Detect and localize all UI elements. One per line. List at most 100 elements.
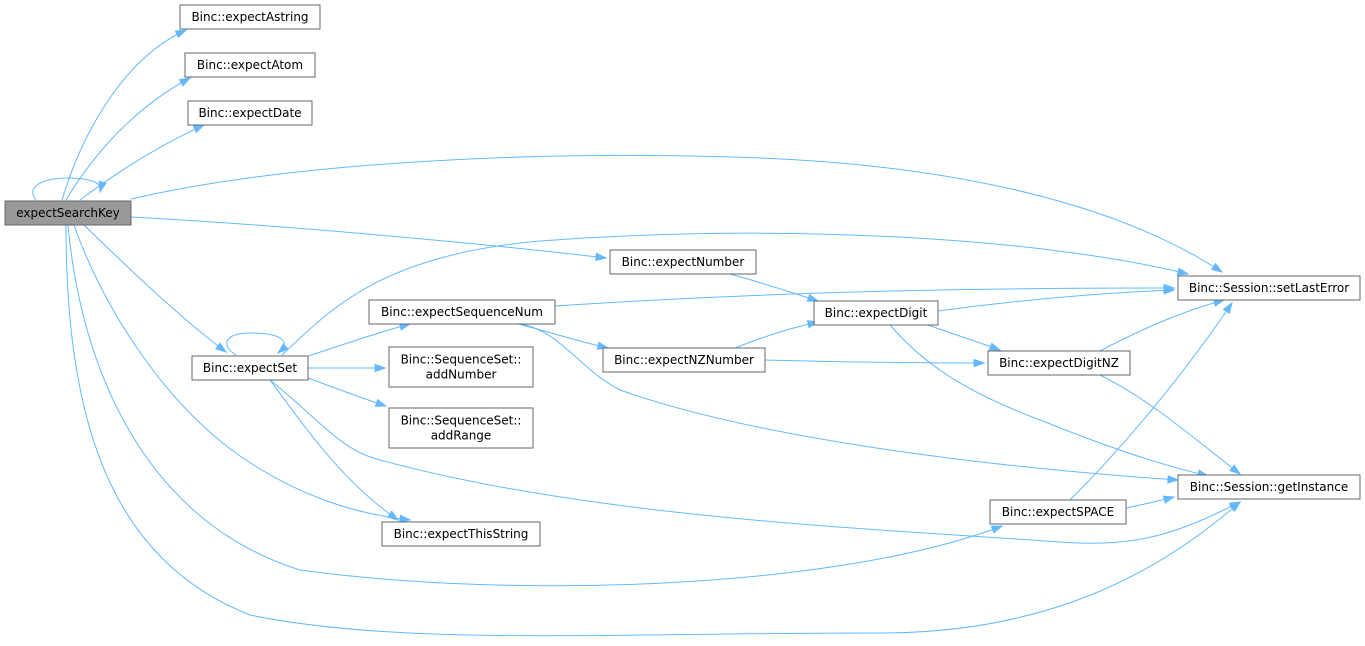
arrowhead bbox=[276, 342, 289, 354]
edge-line bbox=[554, 287, 1175, 307]
node-box bbox=[987, 350, 1131, 376]
arrowhead bbox=[1163, 286, 1176, 295]
node-box bbox=[1177, 474, 1361, 500]
edge-expectSearchKey-to-expectDate bbox=[79, 124, 206, 201]
node-box bbox=[4, 200, 132, 226]
node-label: Binc::expectAstring bbox=[191, 10, 308, 24]
node-label: Binc::expectDate bbox=[198, 106, 301, 120]
edge-expectSearchKey-to-expectNumber bbox=[130, 216, 608, 261]
edge-expectDigitNZ-to-setLastError bbox=[1099, 298, 1226, 352]
arrowhead bbox=[1176, 267, 1190, 276]
edge-line bbox=[307, 323, 411, 357]
edge-line bbox=[764, 359, 985, 364]
node-box bbox=[368, 299, 556, 325]
node-label: Binc::SequenceSet:: bbox=[401, 353, 522, 367]
edge-line bbox=[889, 324, 1209, 477]
node-expectSet[interactable]: Binc::expectSet bbox=[191, 355, 309, 381]
node-box bbox=[191, 355, 309, 381]
node-addRange[interactable]: Binc::SequenceSet::addRange bbox=[388, 407, 534, 449]
edge-line bbox=[517, 323, 609, 349]
node-getInstance[interactable]: Binc::Session::getInstance bbox=[1177, 474, 1361, 500]
node-expectSPACE[interactable]: Binc::expectSPACE bbox=[989, 499, 1127, 525]
node-box bbox=[602, 347, 766, 373]
edge-line bbox=[269, 379, 1241, 544]
arrowhead bbox=[1229, 464, 1242, 475]
node-label: Binc::Session::setLastError bbox=[1189, 281, 1349, 295]
arrowhead bbox=[1210, 262, 1224, 273]
arrowhead bbox=[595, 252, 608, 261]
edge-line bbox=[937, 289, 1175, 312]
arrowhead bbox=[1162, 495, 1176, 504]
arrowhead bbox=[1167, 475, 1180, 484]
edge-expectSPACE-to-getInstance bbox=[1125, 495, 1176, 509]
node-label: Binc::SequenceSet:: bbox=[401, 414, 522, 428]
edge-expectSet-to-expectThisString bbox=[269, 379, 400, 521]
edge-expectSearchKey-to-getInstance bbox=[65, 224, 1242, 637]
node-box bbox=[388, 346, 534, 388]
edge-expectSet-to-getInstance bbox=[269, 379, 1242, 544]
edge-expectDigitNZ-to-getInstance bbox=[1099, 374, 1242, 475]
nodes-layer: expectSearchKey Binc::expectAstringBinc::… bbox=[4, 4, 1361, 547]
edge-line bbox=[67, 224, 1003, 587]
edge-line bbox=[79, 124, 205, 201]
node-expectNumber[interactable]: Binc::expectNumber bbox=[609, 249, 757, 275]
node-expectSearchKey[interactable]: expectSearchKey bbox=[4, 200, 132, 226]
edge-expectSet-to-addNumber bbox=[308, 363, 387, 373]
node-box bbox=[813, 300, 939, 326]
edge-expectSPACE-to-setLastError bbox=[1069, 301, 1233, 501]
arrowhead bbox=[174, 29, 188, 39]
edge-expectNZNumber-to-expectDigitNZ bbox=[764, 358, 986, 368]
node-expectDigit[interactable]: Binc::expectDigit bbox=[813, 300, 939, 326]
node-box bbox=[989, 499, 1127, 525]
edge-line bbox=[269, 379, 399, 521]
arrowhead bbox=[386, 510, 400, 521]
arrowhead bbox=[192, 124, 206, 134]
edge-line bbox=[281, 232, 1189, 356]
arrowhead bbox=[990, 525, 1004, 534]
arrowhead bbox=[1222, 301, 1233, 315]
node-expectDigitNZ[interactable]: Binc::expectDigitNZ bbox=[987, 350, 1131, 376]
node-label: Binc::expectDigitNZ bbox=[999, 356, 1119, 370]
edge-line bbox=[1099, 374, 1241, 475]
node-expectSequenceNum[interactable]: Binc::expectSequenceNum bbox=[368, 299, 556, 325]
edge-expectDigit-to-setLastError bbox=[937, 286, 1176, 312]
edge-line bbox=[734, 321, 819, 349]
node-setLastError[interactable]: Binc::Session::setLastError bbox=[1177, 275, 1361, 301]
node-box bbox=[1177, 275, 1361, 301]
edge-expectSet-to-expectSequenceNum bbox=[307, 322, 412, 357]
node-box bbox=[187, 100, 313, 126]
edge-expectNumber-to-expectDigit bbox=[729, 273, 820, 302]
node-expectAstring[interactable]: Binc::expectAstring bbox=[179, 4, 321, 30]
node-box bbox=[179, 4, 321, 30]
node-label: addRange bbox=[431, 429, 492, 443]
edge-line bbox=[519, 323, 1179, 481]
edge-line bbox=[729, 273, 819, 302]
node-expectDate[interactable]: Binc::expectDate bbox=[187, 100, 313, 126]
node-expectNZNumber[interactable]: Binc::expectNZNumber bbox=[602, 347, 766, 373]
node-label: Binc::expectDigit bbox=[825, 306, 928, 320]
edge-expectSearchKey-to-expectThisString bbox=[73, 224, 412, 523]
node-label: Binc::expectAtom bbox=[197, 58, 303, 72]
arrowhead bbox=[806, 293, 820, 302]
edge-line bbox=[130, 154, 1223, 273]
edge-line bbox=[83, 224, 227, 353]
arrowhead bbox=[374, 363, 387, 373]
node-label: Binc::expectNumber bbox=[622, 255, 745, 269]
node-addNumber[interactable]: Binc::SequenceSet::addNumber bbox=[388, 346, 534, 388]
node-label: Binc::expectSPACE bbox=[1002, 505, 1114, 519]
arrowhead bbox=[215, 342, 228, 353]
node-expectAtom[interactable]: Binc::expectAtom bbox=[184, 52, 316, 78]
edge-line bbox=[65, 77, 191, 201]
edge-expectDigit-to-getInstance bbox=[889, 324, 1210, 478]
edge-expectSearchKey-to-expectSPACE bbox=[67, 224, 1004, 587]
arrowhead bbox=[98, 180, 107, 194]
node-expectThisString[interactable]: Binc::expectThisString bbox=[381, 521, 541, 547]
arrowhead bbox=[374, 398, 388, 407]
edge-expectSet-to-addRange bbox=[307, 377, 388, 407]
arrowhead bbox=[178, 77, 192, 87]
edge-line bbox=[130, 216, 607, 259]
node-label: expectSearchKey bbox=[16, 206, 120, 220]
edge-line bbox=[307, 377, 387, 407]
edge-line bbox=[1069, 302, 1233, 501]
